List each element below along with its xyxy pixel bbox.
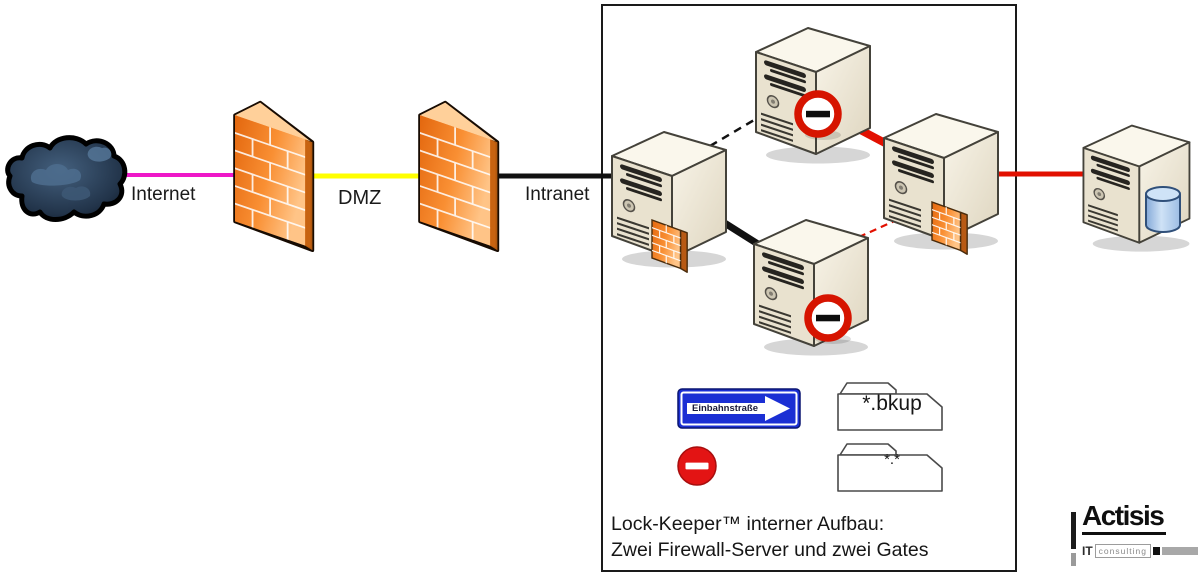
logo-it-text: IT <box>1082 544 1093 558</box>
logo-company-name: Actisis <box>1082 500 1167 535</box>
one-way-sign-label: Einbahnstraße <box>692 403 758 414</box>
logo-gray-bar <box>1161 547 1198 555</box>
dmz-label: DMZ <box>338 187 382 209</box>
logo-vertical-bar-dark <box>1071 512 1076 549</box>
logo-subbrand-row: IT consulting <box>1082 544 1198 558</box>
dashed-black-link <box>709 111 767 148</box>
logo-vertical-bar-gray <box>1071 553 1076 566</box>
backup-folder-label: *.bkup <box>862 392 922 415</box>
intranet-label: Intranet <box>525 184 590 205</box>
internet-label: Internet <box>131 184 196 205</box>
one-way-street-sign-icon <box>677 388 801 429</box>
firewall-brick-wall-icon-inner <box>418 100 500 253</box>
database-cylinder-icon <box>1145 186 1181 233</box>
box-caption: Lock-Keeper™ interner Aufbau: Zwei Firew… <box>611 511 929 563</box>
internet-cloud-icon <box>5 135 128 222</box>
box-caption-line1: Lock-Keeper™ interner Aufbau: <box>611 513 885 535</box>
firewall-brick-wall-icon-outer <box>233 100 315 253</box>
all-files-folder-label: *.* <box>884 451 900 468</box>
no-entry-sign-icon-gate-top <box>798 94 841 140</box>
no-entry-sign-icon-gate-bottom <box>808 298 851 344</box>
box-caption-line2: Zwei Firewall-Server und zwei Gates <box>611 539 929 561</box>
actisis-logo: Actisis IT consulting <box>1066 500 1200 576</box>
no-entry-sign-icon-legend <box>677 446 717 486</box>
logo-black-square <box>1152 547 1160 555</box>
logo-consulting-text: consulting <box>1094 544 1151 558</box>
